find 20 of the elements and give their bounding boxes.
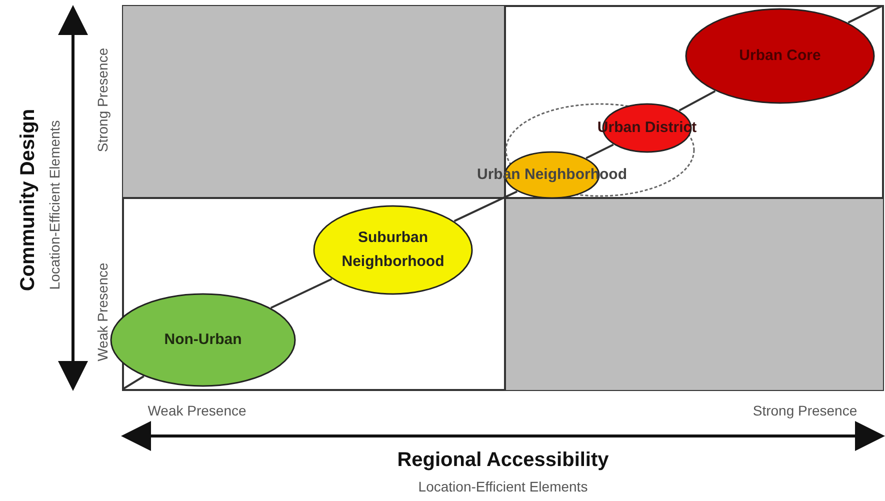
connector-line (270, 278, 332, 309)
connector-line (122, 375, 144, 390)
axis-title: Community Design (16, 108, 40, 292)
node-label: Non-Urban (164, 330, 242, 350)
connector-line (586, 144, 614, 160)
connector-line (678, 90, 716, 112)
connector-line (848, 5, 882, 24)
connector-line (454, 190, 518, 222)
node-label: Suburban Neighborhood (340, 228, 446, 272)
axis-end-label: Strong Presence (94, 48, 112, 152)
axis-end-label: Weak Presence (148, 402, 246, 420)
axis-subtitle: Location-Efficient Elements (46, 120, 64, 290)
ellipse-node (684, 8, 876, 104)
ellipse-node (109, 293, 297, 387)
ellipse-node (312, 205, 474, 295)
axis-end-label: Strong Presence (752, 402, 858, 420)
axis-title: Regional Accessibility (397, 448, 609, 473)
axis-end-label: Weak Presence (94, 262, 112, 362)
axis-subtitle: Location-Efficient Elements (418, 478, 588, 496)
node-label: Urban Core (739, 46, 821, 66)
